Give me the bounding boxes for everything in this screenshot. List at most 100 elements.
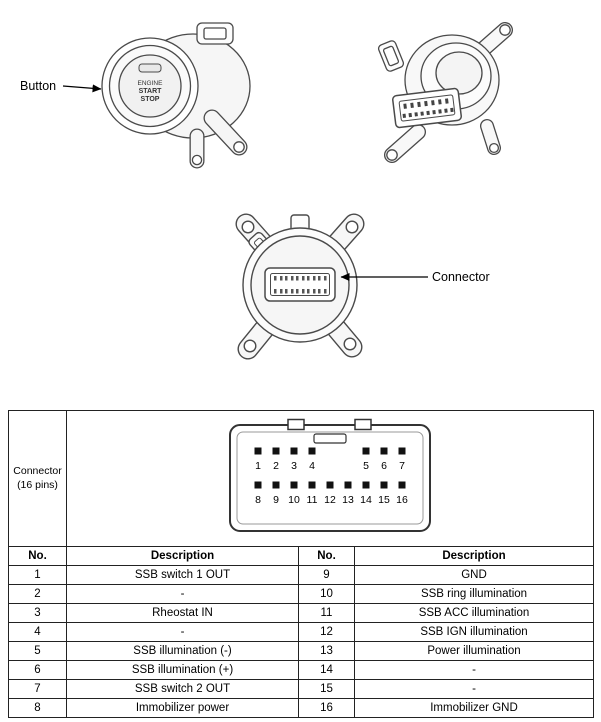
connector-pinout-diagram: 1 2 3 4 5 6 7 — [229, 418, 431, 532]
latch-slot — [313, 433, 347, 444]
module-body-rear-step2 — [435, 51, 483, 95]
connector-label: Connector — [432, 270, 490, 284]
pin-no-cell: 2 — [8, 584, 67, 604]
connector-housing-inner — [236, 431, 424, 525]
pin-number: 6 — [381, 460, 387, 472]
pin-no-cell: 4 — [8, 622, 67, 642]
header-description-right: Description — [354, 546, 594, 566]
connector-cell-line2: (16 pins) — [17, 478, 58, 491]
pin-no-cell: 13 — [298, 641, 355, 661]
mounting-clip-left — [377, 40, 405, 72]
table-row: 4 - 12 SSB IGN illumination — [8, 622, 594, 642]
pin-no-cell: 6 — [8, 660, 67, 680]
pin-description-cell: Power illumination — [354, 641, 594, 661]
button-arrow — [62, 84, 102, 93]
pin-number: 14 — [360, 494, 372, 506]
socket-pins — [402, 98, 454, 118]
mounting-arm-bottom-left — [384, 124, 426, 163]
button-face-text-line3: STOP — [141, 96, 160, 103]
pin-description-cell: - — [66, 584, 299, 604]
table-row: 6 SSB illumination (+) 14 - — [8, 660, 594, 680]
mounting-hole — [191, 154, 203, 166]
connector-socket — [392, 87, 462, 129]
pinout-table: Connector (16 pins) — [8, 410, 594, 718]
button-face-text-line1: ENGINE — [138, 80, 164, 87]
header-no-left: No. — [8, 546, 67, 566]
pin-number: 12 — [324, 494, 336, 506]
pin-description-cell: SSB IGN illumination — [354, 622, 594, 642]
mounting-foot — [189, 128, 205, 169]
table-row: 7 SSB switch 2 OUT 15 - — [8, 679, 594, 699]
connector-cell-line1: Connector — [13, 465, 62, 478]
button-face — [118, 54, 182, 118]
port-pin-slots — [274, 276, 327, 294]
component-illustrations: ENGINE START STOP Button — [20, 22, 513, 360]
button-indicator — [138, 63, 162, 73]
latch-bump-right — [354, 418, 372, 431]
pin-description-cell: SSB illumination (+) — [66, 660, 299, 680]
pin-description-cell: SSB illumination (-) — [66, 641, 299, 661]
table-row: 2 - 10 SSB ring illumination — [8, 584, 594, 604]
pin-no-cell: 15 — [298, 679, 355, 699]
pin-number: 15 — [378, 494, 390, 506]
table-header-row: No. Description No. Description — [8, 546, 594, 566]
mounting-hole — [233, 141, 245, 153]
pin-description-cell: SSB switch 2 OUT — [66, 679, 299, 699]
mounting-foot-bottom-right — [480, 119, 501, 155]
mounting-hole — [241, 220, 255, 234]
pin-number: 4 — [309, 460, 315, 472]
pin-description-cell: SSB ACC illumination — [354, 603, 594, 623]
table-row: 1 SSB switch 1 OUT 9 GND — [8, 565, 594, 585]
pin-no-cell: 7 — [8, 679, 67, 699]
mounting-clip — [196, 22, 234, 45]
pin-no-cell: 8 — [8, 698, 67, 718]
pin-no-cell: 3 — [8, 603, 67, 623]
pin-description-cell: - — [354, 660, 594, 680]
pin-number: 11 — [307, 494, 318, 506]
pin-description-cell: Immobilizer GND — [354, 698, 594, 718]
mounting-hole — [243, 339, 257, 353]
rear-angled-view-illustration — [377, 22, 513, 163]
pin-number: 8 — [255, 494, 261, 506]
latch-bump-left — [287, 418, 305, 431]
mounting-hole — [499, 24, 511, 36]
pin-number: 10 — [288, 494, 300, 506]
table-row: 8 Immobilizer power 16 Immobilizer GND — [8, 698, 594, 718]
table-row: 5 SSB illumination (-) 13 Power illumina… — [8, 641, 594, 661]
connector-diagram-cell: 1 2 3 4 5 6 7 — [66, 410, 594, 547]
button-label: Button — [20, 79, 56, 93]
mounting-hole — [345, 220, 359, 234]
pin-no-cell: 1 — [8, 565, 67, 585]
pin-description-cell: - — [66, 622, 299, 642]
pin-no-cell: 11 — [298, 603, 355, 623]
pin-description-cell: Immobilizer power — [66, 698, 299, 718]
pin-no-cell: 14 — [298, 660, 355, 680]
header-description-left: Description — [66, 546, 299, 566]
front-view-illustration: ENGINE START STOP — [101, 22, 251, 169]
connector-port — [264, 267, 336, 302]
rear-view-illustration — [235, 213, 365, 360]
bottom-pin-numbers: 8 9 10 11 12 13 14 15 16 — [255, 494, 408, 506]
pin-number: 7 — [399, 460, 405, 472]
connector-pins-label-cell: Connector (16 pins) — [8, 410, 67, 547]
pin-no-cell: 12 — [298, 622, 355, 642]
pin-number: 3 — [291, 460, 297, 472]
button-face-text-line2: START — [139, 88, 163, 95]
mounting-arm — [203, 109, 248, 156]
mounting-hole — [343, 337, 357, 351]
pin-number: 9 — [273, 494, 279, 506]
pin-number: 5 — [363, 460, 369, 472]
mounting-hole — [488, 142, 500, 154]
header-no-right: No. — [298, 546, 355, 566]
mounting-hole — [386, 149, 398, 161]
pin-number: 16 — [396, 494, 408, 506]
pin-description-cell: GND — [354, 565, 594, 585]
connector-diagram-row: Connector (16 pins) — [8, 410, 594, 547]
pin-number: 1 — [255, 460, 261, 472]
pin-description-cell: - — [354, 679, 594, 699]
pin-description-cell: SSB ring illumination — [354, 584, 594, 604]
pin-description-cell: Rheostat IN — [66, 603, 299, 623]
pin-number: 2 — [273, 460, 279, 472]
pin-no-cell: 9 — [298, 565, 355, 585]
